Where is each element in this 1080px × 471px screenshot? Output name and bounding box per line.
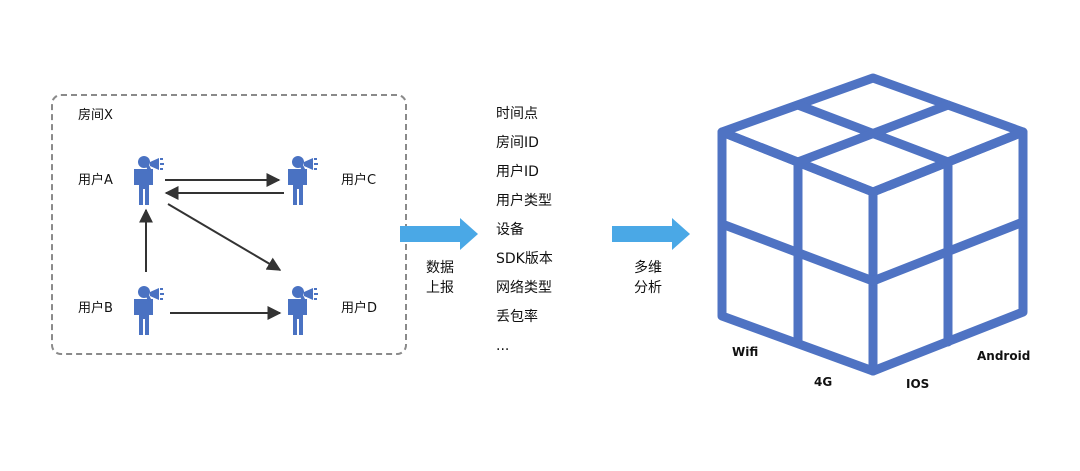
cube-top-grid-b: [793, 100, 953, 167]
cube-label-android: Android: [977, 349, 1031, 363]
report-step-line2: 上报: [426, 280, 454, 296]
arrow-a-to-d: [167, 203, 282, 271]
list-item: 丢包率: [496, 309, 538, 325]
list-item: 房间ID: [496, 135, 539, 151]
analysis-step-line1: 多维: [634, 260, 662, 276]
analysis-step-label: 多维 分析: [628, 258, 668, 298]
cube-label-4g: 4G: [814, 375, 833, 389]
cube-label-wifi: Wifi: [732, 345, 759, 359]
list-item: 设备: [496, 222, 524, 238]
list-item: ...: [496, 338, 510, 354]
room-title: 房间X: [78, 108, 113, 123]
attribute-list: 时间点 房间ID 用户ID 用户类型 设备 SDK版本 网络类型 丢包率 ...: [496, 103, 553, 364]
list-item: 用户类型: [496, 193, 552, 209]
user-c-label: 用户C: [341, 173, 377, 188]
cube-label-ios: IOS: [906, 377, 930, 391]
report-step-label: 数据 上报: [420, 258, 460, 298]
user-a-label: 用户A: [78, 173, 113, 188]
cube-right-face: [868, 127, 1028, 376]
report-flow-arrow: [400, 218, 478, 250]
analysis-flow-arrow: [612, 218, 690, 250]
user-d-label: 用户D: [341, 301, 378, 316]
list-item: 网络类型: [496, 280, 552, 296]
list-item: SDK版本: [496, 251, 553, 267]
list-item: 时间点: [496, 106, 538, 122]
analysis-step-line2: 分析: [634, 280, 662, 296]
report-step-line1: 数据: [426, 260, 454, 276]
room-container: [51, 94, 407, 355]
list-item: 用户ID: [496, 164, 539, 180]
user-b-label: 用户B: [78, 301, 113, 316]
